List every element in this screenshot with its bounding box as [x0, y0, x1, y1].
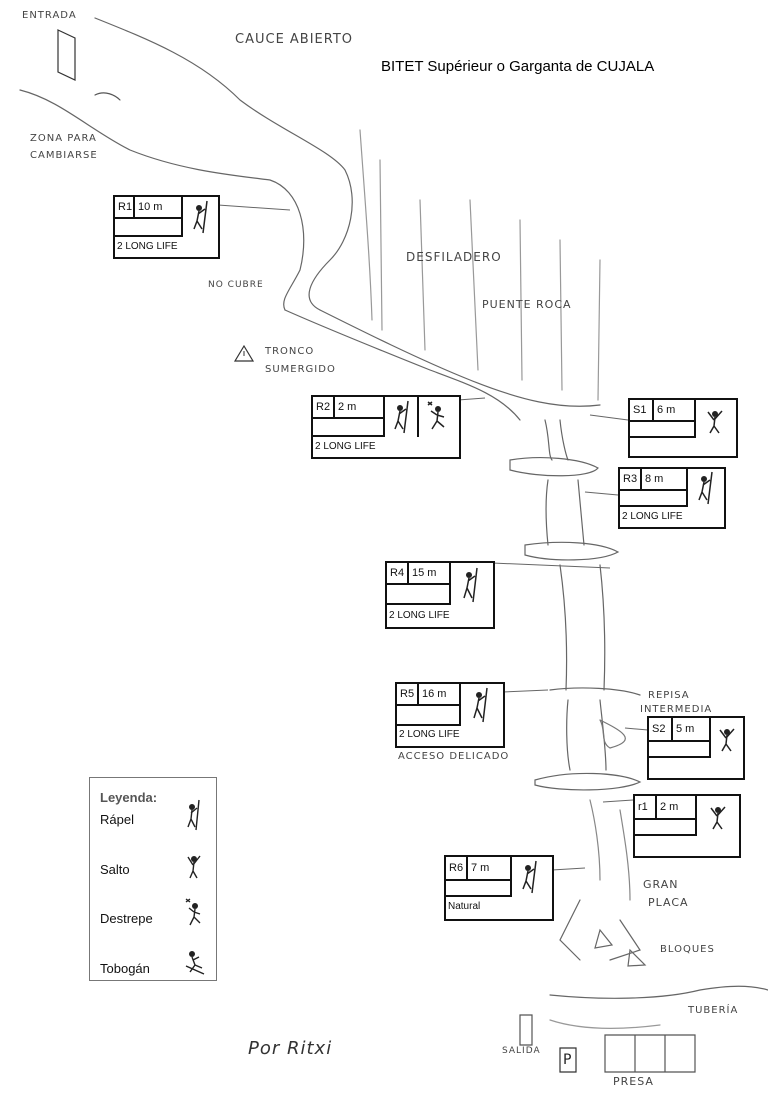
- downclimb-icon: [182, 896, 208, 930]
- legend-item-tobogan: Tobogán: [100, 961, 150, 976]
- obstacle-distance: 10 m: [135, 197, 183, 219]
- label-repisa-1: REPISA: [648, 690, 690, 701]
- obstacle-id: r1: [635, 796, 657, 820]
- rappel-icon: [187, 199, 215, 235]
- obstacle-distance: 7 m: [468, 857, 512, 881]
- obstacle-id: R5: [397, 684, 419, 706]
- obstacle-id: S1: [630, 400, 654, 422]
- author-signature: Por Ritxi: [248, 1038, 332, 1059]
- obstacle-note: 2 LONG LIFE: [117, 241, 178, 252]
- label-repisa-2: INTERMEDIA: [640, 704, 712, 715]
- parking-sign: P: [563, 1052, 572, 1068]
- jump-icon: [713, 720, 741, 754]
- obstacle-distance: 8 m: [642, 469, 688, 491]
- label-salida: SALIDA: [502, 1046, 541, 1056]
- label-bloques: BLOQUES: [660, 944, 715, 955]
- label-tronco-1: TRONCO: [265, 346, 314, 357]
- rappel-icon: [516, 859, 544, 895]
- label-zona-1: ZONA PARA: [30, 133, 97, 144]
- label-entrada: ENTRADA: [22, 10, 77, 21]
- obstacle-note: 2 LONG LIFE: [315, 441, 376, 452]
- rappel-icon: [388, 399, 416, 435]
- jump-icon: [700, 402, 730, 436]
- obstacle-note: Natural: [448, 901, 480, 912]
- obstacle-note: 2 LONG LIFE: [399, 729, 460, 740]
- warning-icon: [235, 346, 253, 361]
- label-gran-2: PLACA: [648, 896, 689, 909]
- label-gran-1: GRAN: [643, 878, 678, 891]
- label-acceso-delicado: ACCESO DELICADO: [398, 751, 509, 762]
- slide-icon: [182, 946, 208, 976]
- jump-icon: [703, 798, 733, 832]
- label-tronco-2: SUMERGIDO: [265, 364, 336, 375]
- rappel-icon: [692, 470, 720, 506]
- label-desfiladero: DESFILADERO: [406, 250, 502, 264]
- label-puente-roca: PUENTE ROCA: [482, 298, 572, 311]
- obstacle-distance: 15 m: [409, 563, 451, 585]
- map-title: BITET Supérieur o Garganta de CUJALA: [381, 58, 654, 75]
- rappel-icon: [467, 686, 495, 724]
- obstacle-distance: 2 m: [335, 397, 385, 419]
- legend: Leyenda: Rápel Salto Destrepe Tobogán: [89, 777, 217, 981]
- label-zona-2: CAMBIARSE: [30, 150, 98, 161]
- obstacle-distance: 2 m: [657, 796, 697, 820]
- label-tuberia: TUBERÍA: [688, 1005, 738, 1016]
- rappel-icon: [182, 798, 206, 832]
- obstacle-distance: 5 m: [673, 718, 711, 742]
- obstacle-id: R3: [620, 469, 642, 491]
- obstacle-distance: 6 m: [654, 400, 696, 422]
- obstacle-id: S2: [649, 718, 673, 742]
- obstacle-id: R6: [446, 857, 468, 881]
- jump-icon: [182, 848, 206, 882]
- downclimb-icon: [423, 399, 453, 435]
- label-cauce-abierto: CAUCE ABIERTO: [235, 32, 353, 47]
- obstacle-distance: 16 m: [419, 684, 461, 706]
- obstacle-note: 2 LONG LIFE: [389, 610, 450, 621]
- legend-heading: Leyenda:: [100, 790, 157, 805]
- label-no-cubre: NO CUBRE: [208, 280, 264, 290]
- obstacle-id: R4: [387, 563, 409, 585]
- obstacle-note: 2 LONG LIFE: [622, 511, 683, 522]
- legend-item-destrepe: Destrepe: [100, 911, 153, 926]
- legend-item-salto: Salto: [100, 862, 130, 877]
- rappel-icon: [457, 566, 485, 604]
- label-presa: PRESA: [613, 1075, 654, 1088]
- obstacle-id: R1: [115, 197, 135, 219]
- legend-item-rapel: Rápel: [100, 812, 134, 827]
- obstacle-id: R2: [313, 397, 335, 419]
